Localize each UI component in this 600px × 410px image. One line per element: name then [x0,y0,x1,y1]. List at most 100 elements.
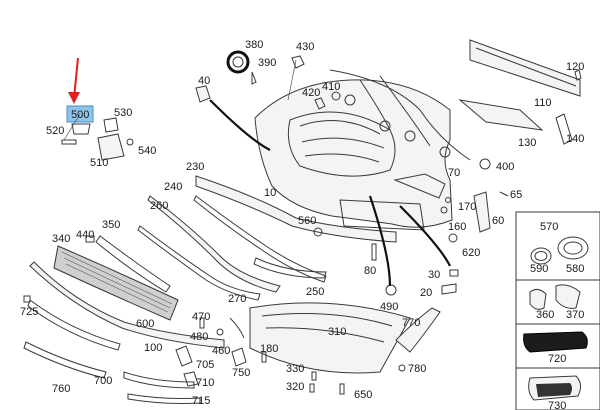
grille-opening [287,111,396,177]
strip-250 [253,257,327,279]
part-750 [231,347,247,367]
part-label-760[interactable]: 760 [52,383,70,395]
plate-510 [97,133,125,161]
part-label-65[interactable]: 65 [510,189,522,201]
part-label-70[interactable]: 70 [448,167,460,179]
part-560 [313,227,323,237]
strip-230 [195,175,397,243]
part-label-360[interactable]: 360 [536,309,554,321]
part-360 [529,288,547,310]
part-label-170[interactable]: 170 [458,201,476,213]
part-label-730[interactable]: 730 [548,400,566,410]
part-label-270[interactable]: 270 [228,293,246,305]
part-label-560[interactable]: 560 [298,215,316,227]
part-490 [385,284,397,296]
part-label-10[interactable]: 10 [264,187,276,199]
leader-lines [63,59,451,287]
part-label-705[interactable]: 705 [196,359,214,371]
part-label-780[interactable]: 780 [408,363,426,375]
part-label-310[interactable]: 310 [328,326,346,338]
part-label-370[interactable]: 370 [566,309,584,321]
bracket-60 [473,191,491,233]
part-480 [216,328,224,336]
emblem-380 [226,50,250,74]
part-label-350[interactable]: 350 [102,219,120,231]
part-label-510[interactable]: 510 [90,157,108,169]
part-label-490[interactable]: 490 [380,301,398,313]
ring-590 [530,247,552,265]
highlight-arrow [73,57,79,99]
part-470 [199,317,205,329]
part-label-580[interactable]: 580 [566,263,584,275]
part-label-430[interactable]: 430 [296,41,314,53]
part-label-100[interactable]: 100 [144,342,162,354]
part-label-160[interactable]: 160 [448,221,466,233]
part-label-710[interactable]: 710 [196,377,214,389]
part-label-530[interactable]: 530 [114,107,132,119]
part-label-480[interactable]: 480 [190,331,208,343]
part-label-140[interactable]: 140 [566,133,584,145]
part-label-590[interactable]: 590 [530,263,548,275]
part-label-120[interactable]: 120 [566,61,584,73]
part-label-750[interactable]: 750 [232,367,250,379]
part-650 [339,383,345,395]
part-label-470[interactable]: 470 [192,311,210,323]
part-label-30[interactable]: 30 [428,269,440,281]
part-label-570[interactable]: 570 [540,221,558,233]
part-label-410[interactable]: 410 [322,81,340,93]
part-label-540[interactable]: 540 [138,145,156,157]
part-label-130[interactable]: 130 [518,137,536,149]
part-390 [251,71,257,85]
part-label-520[interactable]: 520 [46,125,64,137]
part-label-700[interactable]: 700 [94,375,112,387]
strip-350 [95,235,171,293]
fasteners [23,191,509,395]
part-label-260[interactable]: 260 [150,200,168,212]
mount-parts [61,57,134,161]
part-label-110[interactable]: 110 [534,97,552,109]
part-label-330[interactable]: 330 [286,363,304,375]
part-label-650[interactable]: 650 [354,389,372,401]
cover-580 [557,236,589,260]
part-160 [440,206,448,214]
part-label-400[interactable]: 400 [496,161,514,173]
strip-715 [127,393,201,404]
part-label-620[interactable]: 620 [462,247,480,259]
part-180 [261,351,267,363]
part-80 [371,243,377,261]
part-label-380[interactable]: 380 [245,39,263,51]
part-label-720[interactable]: 720 [548,353,566,365]
part-720 [523,331,588,353]
part-label-460[interactable]: 460 [212,345,230,357]
part-label-240[interactable]: 240 [164,181,182,193]
upper-parts [195,39,582,170]
part-440 [85,235,95,243]
part-label-440[interactable]: 440 [76,229,94,241]
part-500 [71,123,91,135]
part-label-725[interactable]: 725 [20,306,38,318]
part-label-420[interactable]: 420 [302,87,320,99]
part-label-250[interactable]: 250 [306,286,324,298]
part-label-340[interactable]: 340 [52,233,70,245]
part-label-320[interactable]: 320 [286,381,304,393]
strip-260 [193,195,327,283]
strip-270 [137,225,261,301]
part-label-770[interactable]: 770 [402,317,420,329]
part-label-80[interactable]: 80 [364,265,376,277]
part-label-20[interactable]: 20 [420,287,432,299]
part-65 [499,191,509,197]
part-label-500[interactable]: 500 [71,109,89,121]
part-label-60[interactable]: 60 [492,215,504,227]
part-725 [23,295,31,303]
part-620 [448,233,458,243]
part-label-715[interactable]: 715 [192,395,210,407]
part-780 [398,364,406,372]
part-label-390[interactable]: 390 [258,57,276,69]
sensor-410 [344,94,356,106]
trim-strips [23,175,397,404]
part-label-600[interactable]: 600 [136,318,154,330]
part-label-180[interactable]: 180 [260,343,278,355]
part-label-230[interactable]: 230 [186,161,204,173]
part-label-40[interactable]: 40 [198,75,210,87]
screw-540 [126,138,134,146]
